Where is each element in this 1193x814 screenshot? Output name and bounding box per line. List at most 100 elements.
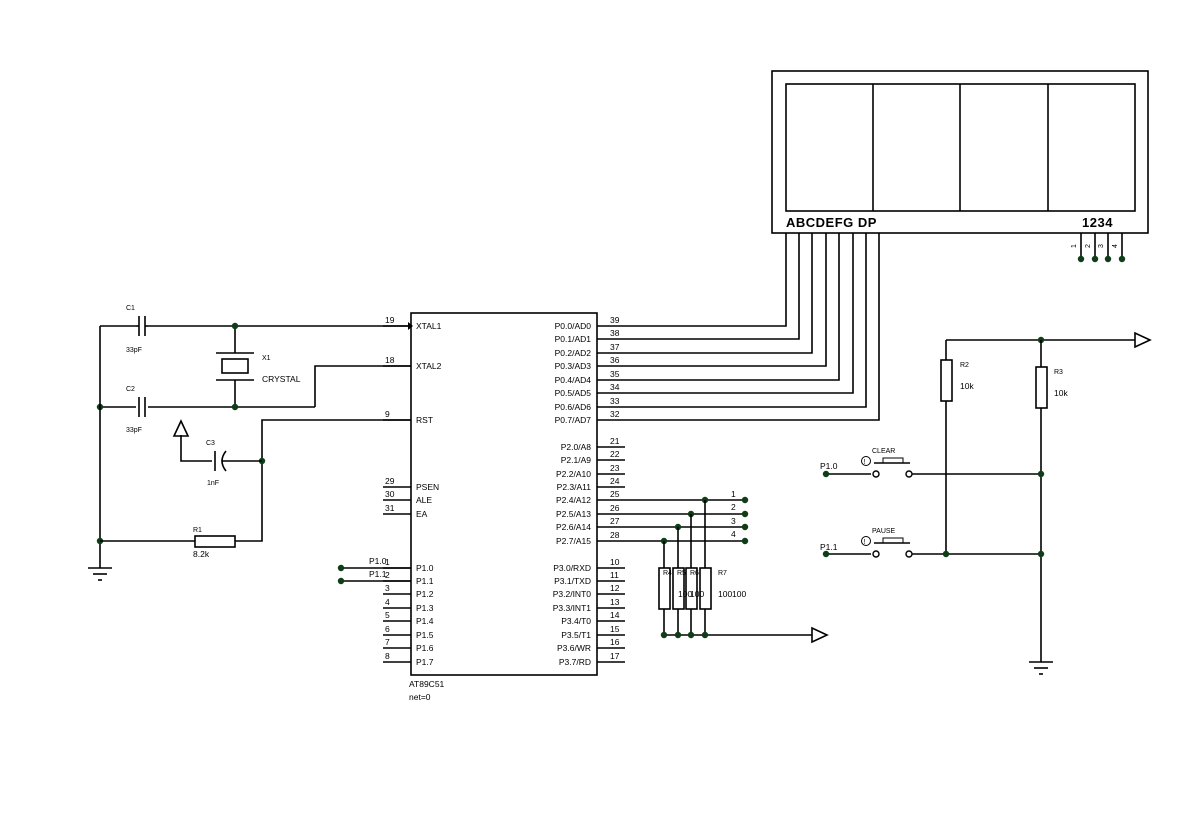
junction-dot [337, 564, 345, 572]
pin-name: P1.0 [416, 563, 434, 573]
pin-name: P2.2/A10 [556, 469, 591, 479]
pin-number: 22 [610, 449, 620, 459]
pin-number: 28 [610, 530, 620, 540]
pin-name: P2.6/A14 [556, 522, 591, 532]
pin-name: P3.6/WR [557, 643, 591, 653]
pin-number: 5 [385, 610, 390, 620]
pin-number: 14 [610, 610, 620, 620]
pin-number: 32 [610, 409, 620, 419]
pin-name: P0.1/AD1 [555, 334, 592, 344]
r1-value: 8.2k [193, 549, 210, 559]
pin-number: 26 [610, 503, 620, 513]
clear-pushbutton: ! CLEAR P1.0 [820, 448, 1045, 478]
pin-number: 24 [610, 476, 620, 486]
r1-ref: R1 [193, 527, 202, 534]
pin-name: P1.3 [416, 603, 434, 613]
p1-inputs-left: P1.0 P1.1 [337, 556, 411, 585]
pin-number: 25 [610, 489, 620, 499]
pin-number: 30 [385, 489, 395, 499]
pin-name: P2.5/A13 [556, 509, 591, 519]
digit-line-label: 3 [731, 516, 736, 526]
pin-number: 27 [610, 516, 620, 526]
segment-bus-wires [625, 233, 880, 421]
resistor-r3 [1035, 366, 1048, 409]
pin-name: XTAL1 [416, 321, 442, 331]
digit-labels: 1234 [1082, 215, 1113, 230]
button-circuit: R2 10k R3 10k ! CLEAR P1.0 [820, 331, 1152, 675]
pin-number: 10 [610, 557, 620, 567]
pin-name: P0.7/AD7 [555, 415, 592, 425]
pin-number: 21 [610, 436, 620, 446]
pin-number: 11 [610, 570, 619, 580]
rpack-ref: R5 [677, 570, 686, 577]
microcontroller-at89c51: AT89C51 net=0 19XTAL118XTAL29RST29PSEN30… [383, 312, 625, 702]
rpack-value: 100 [690, 589, 704, 599]
digit-pin-label: 3 [1098, 244, 1105, 248]
pin-name: XTAL2 [416, 361, 442, 371]
pin-name: P3.5/T1 [561, 630, 591, 640]
pin-number: 9 [385, 409, 390, 419]
pin-name: P3.4/T0 [561, 616, 591, 626]
junction-dot [1118, 255, 1126, 263]
c1-ref: C1 [126, 305, 135, 312]
pin-name: P2.4/A12 [556, 495, 591, 505]
chip-pin-left: 6P1.5 [383, 624, 434, 640]
pin-name: P0.0/AD0 [555, 321, 592, 331]
pin-number: 34 [610, 382, 620, 392]
chip-right-pins: 39P0.0/AD038P0.1/AD137P0.2/AD236P0.3/AD3… [553, 315, 625, 667]
pin-number: 39 [610, 315, 620, 325]
pause-button-label: PAUSE [872, 528, 896, 535]
digit-driver-network: 1 2 3 4 R4 R5 R6 R7 100 100 100 100 [625, 489, 829, 644]
pin-number: 2 [385, 570, 390, 580]
pin-number: 15 [610, 624, 620, 634]
rpack-value: 100 [678, 589, 692, 599]
pin-name: P1.2 [416, 589, 434, 599]
pin-number: 4 [385, 597, 390, 607]
oscillator-circuit: C1 33pF C2 33pF X1 CRYSTAL [88, 305, 411, 581]
chip-left-pins: 19XTAL118XTAL29RST29PSEN30ALE31EA1P1.02P… [383, 315, 442, 667]
x1-ref: X1 [262, 355, 271, 362]
chip-pin-left: 1P1.0 [383, 557, 434, 573]
chip-pin-left: 4P1.3 [383, 597, 434, 613]
power-terminal-icon [172, 419, 190, 437]
digit-line-label: 4 [731, 529, 736, 539]
c3-value: 1nF [207, 480, 219, 487]
pin-name: P3.2/INT0 [553, 589, 592, 599]
pin-number: 18 [385, 355, 395, 365]
ground-symbol [1029, 661, 1053, 675]
power-terminal-icon [1134, 331, 1152, 349]
chip-pin-left: 5P1.4 [383, 610, 434, 626]
c2-ref: C2 [126, 386, 135, 393]
junction-dot [1091, 255, 1099, 263]
pin-number: 3 [385, 583, 390, 593]
pin-number: 12 [610, 583, 620, 593]
pin-name: PSEN [416, 482, 439, 492]
pin-name: EA [416, 509, 428, 519]
rpack-ref: R4 [663, 570, 672, 577]
pin-name: P2.0/A8 [561, 442, 592, 452]
chip-pin-left: 7P1.6 [383, 637, 434, 653]
rpack-ref: R6 [690, 570, 699, 577]
chip-pin-left: 3P1.2 [383, 583, 434, 599]
digit-pin-label: 1 [1071, 244, 1078, 248]
junction-dot [1104, 255, 1112, 263]
chip-net-label: net=0 [409, 692, 431, 702]
